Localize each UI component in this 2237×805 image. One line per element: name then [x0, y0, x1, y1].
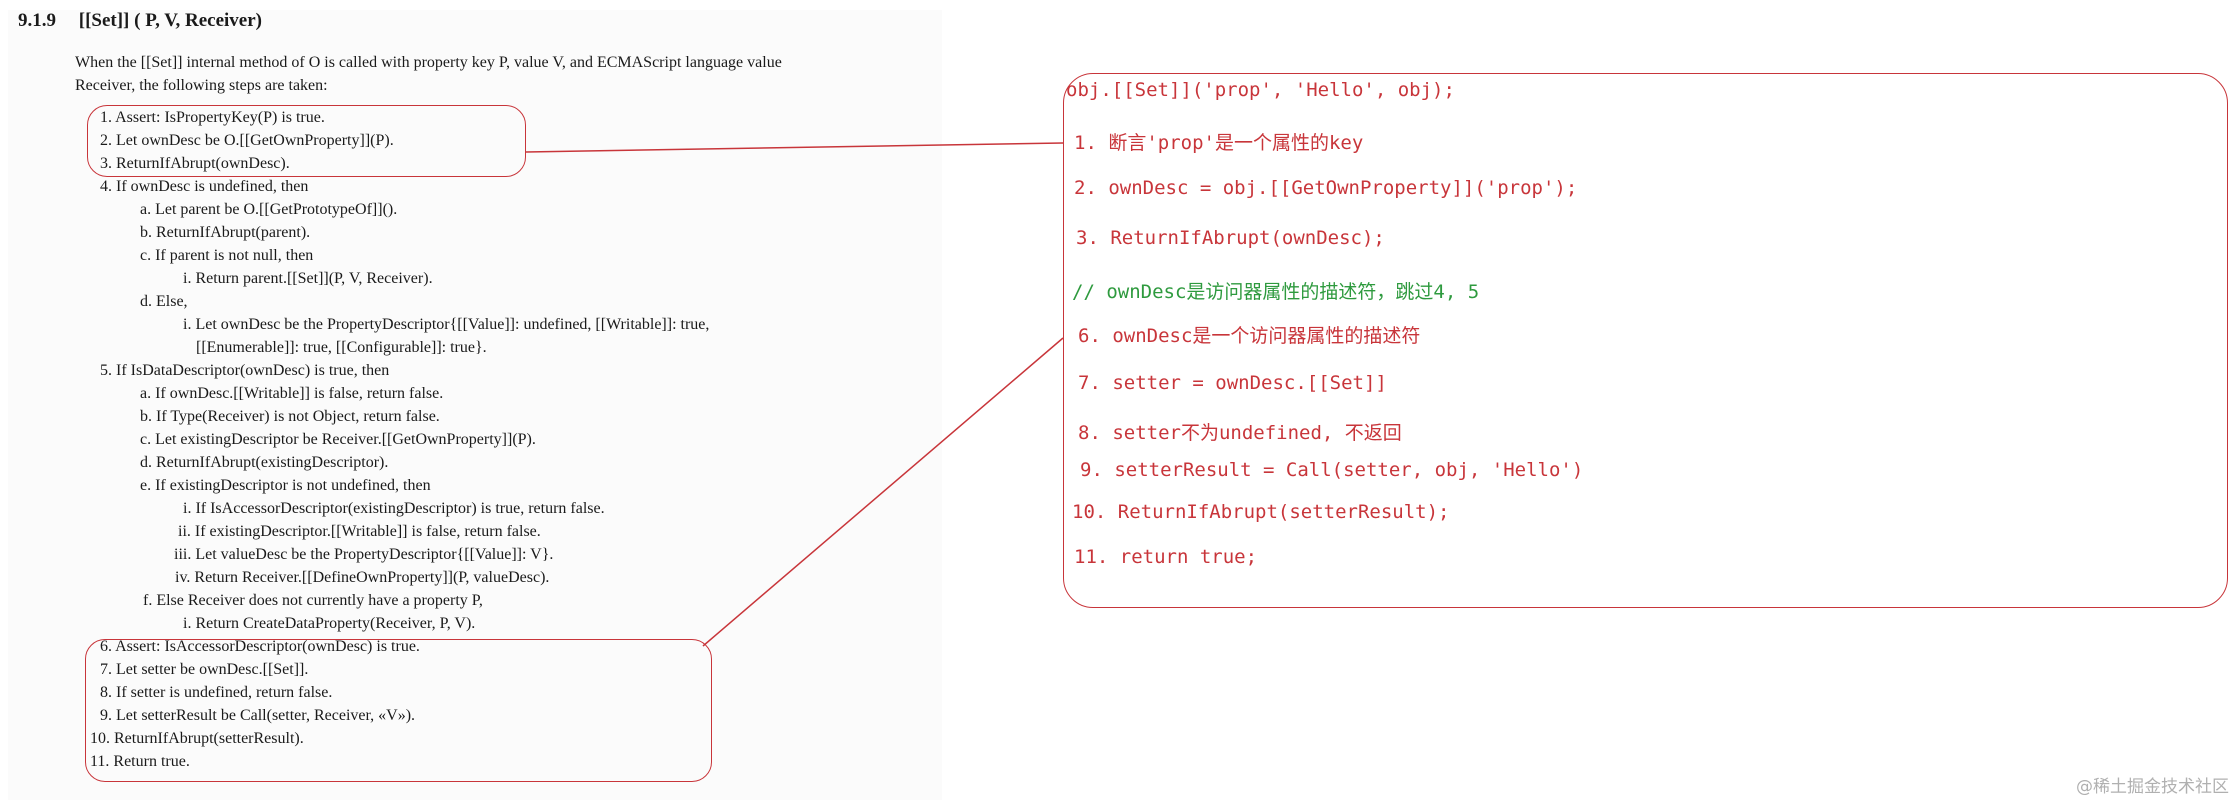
annotation-line: 6. ownDesc是一个访问器属性的描述符 — [1078, 325, 1421, 347]
step-line: [[Enumerable]]: true, [[Configurable]]: … — [196, 339, 487, 356]
annotation-line: 1. 断言'prop'是一个属性的key — [1074, 132, 1364, 154]
step-line: c. Let existingDescriptor be Receiver.[[… — [140, 431, 536, 448]
step-line: 8. If setter is undefined, return false. — [100, 684, 333, 701]
step-line: d. Else, — [140, 293, 188, 310]
annotation-line: 2. ownDesc = obj.[[GetOwnProperty]]('pro… — [1074, 177, 1578, 199]
highlight-box-steps-1-3 — [87, 105, 526, 177]
step-line: f. Else Receiver does not currently have… — [143, 592, 483, 609]
step-line: ii. If existingDescriptor.[[Writable]] i… — [178, 523, 541, 540]
annotation-call-line: obj.[[Set]]('prop', 'Hello', obj); — [1066, 79, 1455, 101]
annotation-line: 10. ReturnIfAbrupt(setterResult); — [1072, 501, 1450, 523]
connector-line-top — [525, 142, 1064, 153]
step-line: 4. If ownDesc is undefined, then — [100, 178, 309, 195]
step-line: 6. Assert: IsAccessorDescriptor(ownDesc)… — [100, 638, 420, 655]
step-line: e. If existingDescriptor is not undefine… — [140, 477, 431, 494]
step-line: 7. Let setter be ownDesc.[[Set]]. — [100, 661, 309, 678]
step-line: 10. ReturnIfAbrupt(setterResult). — [90, 730, 304, 747]
step-line: i. Let ownDesc be the PropertyDescriptor… — [183, 316, 710, 333]
step-line: 1. Assert: IsPropertyKey(P) is true. — [100, 109, 325, 126]
spec-panel — [8, 10, 942, 800]
annotation-line: 7. setter = ownDesc.[[Set]] — [1078, 372, 1387, 394]
step-line: 9. Let setterResult be Call(setter, Rece… — [100, 707, 416, 724]
connector-line-bottom — [702, 337, 1064, 647]
step-line: i. Return parent.[[Set]](P, V, Receiver)… — [183, 270, 433, 287]
section-title: [[Set]] ( P, V, Receiver) — [78, 10, 262, 31]
step-line: c. If parent is not null, then — [140, 247, 314, 264]
step-line: 3. ReturnIfAbrupt(ownDesc). — [100, 155, 290, 172]
intro-line-2: Receiver, the following steps are taken: — [75, 77, 328, 94]
step-line: b. ReturnIfAbrupt(parent). — [140, 224, 311, 241]
step-line: iv. Return Receiver.[[DefineOwnProperty]… — [175, 569, 550, 586]
step-line: i. Return CreateDataProperty(Receiver, P… — [183, 615, 476, 632]
section-number: 9.1.9 — [18, 10, 56, 31]
step-line: a. Let parent be O.[[GetPrototypeOf]](). — [140, 201, 398, 218]
step-line: iii. Let valueDesc be the PropertyDescri… — [174, 546, 554, 563]
annotation-box — [1063, 73, 2228, 608]
step-line: d. ReturnIfAbrupt(existingDescriptor). — [140, 454, 389, 471]
annotation-line: 9. setterResult = Call(setter, obj, 'Hel… — [1080, 459, 1584, 481]
annotation-line: 8. setter不为undefined, 不返回 — [1078, 422, 1402, 444]
step-line: i. If IsAccessorDescriptor(existingDescr… — [183, 500, 605, 517]
watermark: @稀土掘金技术社区 — [2076, 777, 2229, 797]
step-line: 5. If IsDataDescriptor(ownDesc) is true,… — [100, 362, 390, 379]
intro-line-1: When the [[Set]] internal method of O is… — [75, 54, 782, 71]
annotation-line: 11. return true; — [1074, 546, 1258, 568]
step-line: 2. Let ownDesc be O.[[GetOwnProperty]](P… — [100, 132, 394, 149]
highlight-box-steps-6-11 — [85, 639, 712, 782]
section-heading: 9.1.9 [[Set]] ( P, V, Receiver) — [18, 10, 262, 32]
annotation-line: 3. ReturnIfAbrupt(ownDesc); — [1076, 227, 1385, 249]
annotation-comment: // ownDesc是访问器属性的描述符，跳过4, 5 — [1072, 281, 1480, 303]
step-line: a. If ownDesc.[[Writable]] is false, ret… — [140, 385, 444, 402]
step-line: b. If Type(Receiver) is not Object, retu… — [140, 408, 440, 425]
step-line: 11. Return true. — [90, 753, 190, 770]
